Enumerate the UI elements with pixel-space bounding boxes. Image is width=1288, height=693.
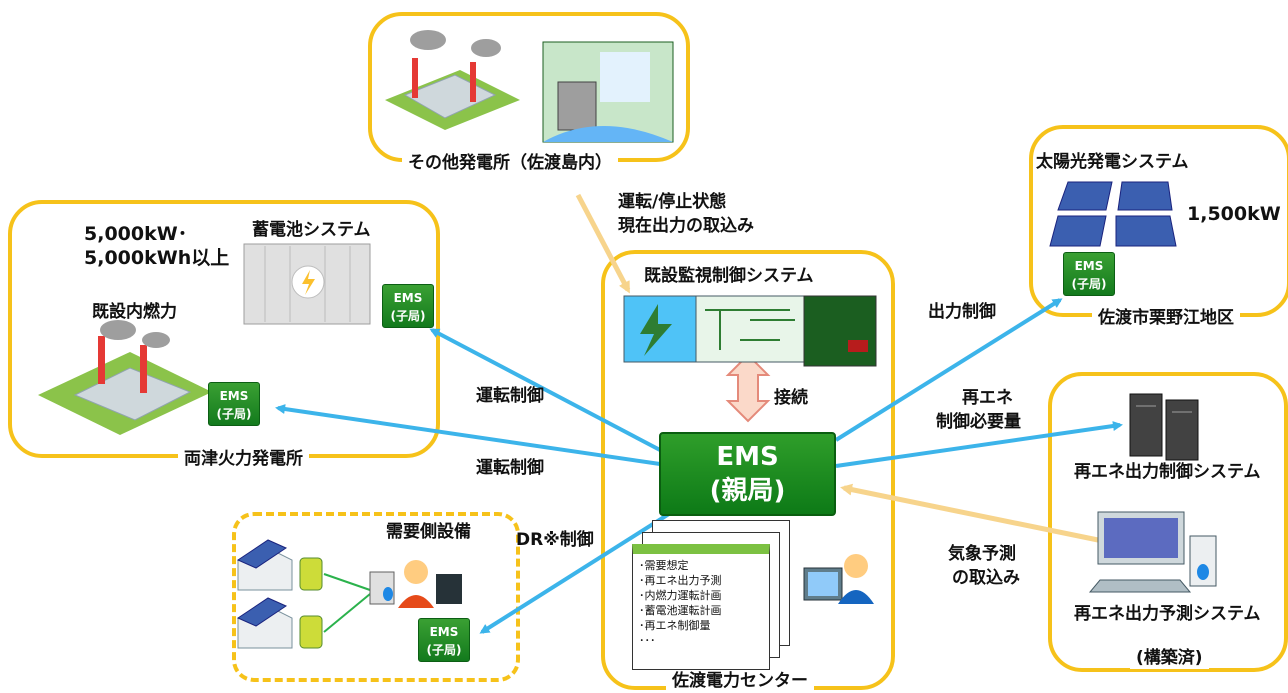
plan-item: ･･･ xyxy=(639,634,656,647)
weather-label-line2: の取込み xyxy=(952,568,1020,588)
ems-substation-battery: EMS(子局) xyxy=(382,284,434,328)
arrow-output-control xyxy=(834,298,1063,442)
battery-system-label: 蓄電池システム xyxy=(252,220,371,240)
weather-label-line1: 気象予測 xyxy=(948,544,1016,564)
output-control-label: 出力制御 xyxy=(928,302,996,322)
plan-item: ･内燃力運転計画 xyxy=(639,589,722,602)
dr-control-label: DR※制御 xyxy=(516,530,594,550)
ems-substation-existing: EMS(子局) xyxy=(208,382,260,426)
solar-capacity-label: 1,500kW xyxy=(1187,203,1281,225)
ems-main-station: EMS(親局) xyxy=(659,432,836,516)
center-label: 佐渡電力センター xyxy=(666,670,814,692)
connect-double-arrow xyxy=(725,353,771,423)
status-label-line2: 現在出力の取込み xyxy=(618,216,754,236)
demand-equipment-label: 需要側設備 xyxy=(386,522,471,542)
renewable-control-system-label: 再エネ出力制御システム xyxy=(1074,462,1261,482)
existing-engine-label: 既設内燃力 xyxy=(92,302,177,322)
solar-system-label: 太陽光発電システム xyxy=(1036,152,1189,172)
run-control-label-1: 運転制御 xyxy=(476,386,544,406)
renewable-amount-line1: 再エネ xyxy=(962,388,1013,408)
solar-area-label: 佐渡市栗野江地区 xyxy=(1092,307,1240,329)
plan-item: ･再エネ制御量 xyxy=(639,619,711,632)
renewable-forecast-system-label: 再エネ出力予測システム xyxy=(1074,604,1261,624)
plan-item: ･再エネ出力予測 xyxy=(639,574,722,587)
capacity-text-line1: 5,000kW･ xyxy=(84,223,188,245)
arrow-run-control-battery xyxy=(429,328,661,452)
monitoring-system-label: 既設監視制御システム xyxy=(644,266,814,286)
arrow-dr-control xyxy=(479,510,674,634)
plan-document-front: ･需要想定 ･再エネ出力予測 ･内燃力運転計画 ･蓄電池運転計画 ･再エネ制御量… xyxy=(632,544,770,670)
arrow-status xyxy=(575,193,631,294)
capacity-text-line2: 5,000kWh以上 xyxy=(84,247,230,269)
other-plants-label: その他発電所（佐渡島内） xyxy=(402,152,618,174)
arrow-weather xyxy=(840,483,1099,543)
status-label-line1: 運転/停止状態 xyxy=(618,192,727,212)
plan-item: ･需要想定 xyxy=(639,559,689,572)
ryotsu-label: 両津火力発電所 xyxy=(178,448,309,470)
connect-label: 接続 xyxy=(774,388,808,408)
ems-substation-demand: EMS(子局) xyxy=(418,618,470,662)
arrow-run-control-existing xyxy=(275,404,661,466)
plan-item: ･蓄電池運転計画 xyxy=(639,604,722,617)
renewable-group-label: (構築済) xyxy=(1130,647,1209,669)
run-control-label-2: 運転制御 xyxy=(476,458,544,478)
renewable-amount-line2: 制御必要量 xyxy=(936,412,1021,432)
ems-substation-solar: EMS(子局) xyxy=(1063,252,1115,296)
arrow-renewable-amount xyxy=(835,421,1123,468)
